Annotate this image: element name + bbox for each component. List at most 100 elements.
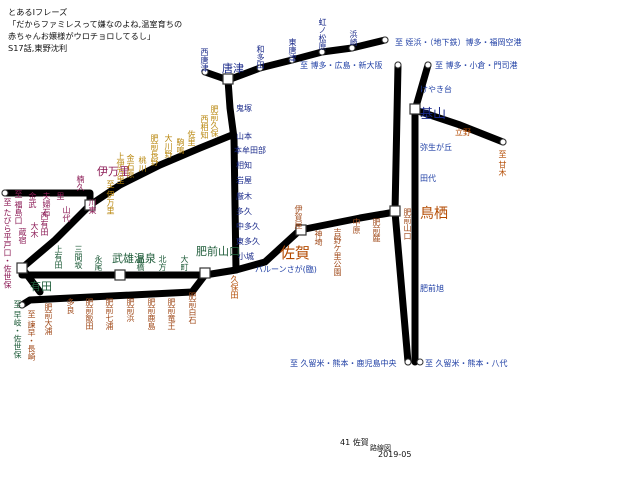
hizen-yamaguchi-station-marker[interactable] [199, 267, 211, 279]
station-yayoigaoka: 弥生が丘 [420, 142, 452, 152]
station-label: 浜崎 [349, 30, 358, 46]
station-keyakidai: けやき台 [420, 84, 452, 94]
station-label: 金武 [28, 192, 37, 208]
station-marker[interactable] [499, 138, 507, 146]
saga-label: 佐賀 [280, 244, 310, 262]
station-label: 岩屋 [236, 176, 252, 185]
station-label: 川東 [88, 198, 97, 214]
station-label: 久保田 [230, 275, 239, 299]
station-label: 蔵宿 [18, 228, 27, 244]
station-labels: 唐津 基山 鳥栖 佐賀 武雄温泉 肥前山口 伊万里 有田 至 姪浜・（地下鉄）博… [30, 37, 522, 368]
station-label: 多久 [236, 207, 252, 216]
station-marker[interactable] [18, 301, 26, 309]
station-marker[interactable] [404, 358, 412, 366]
station-marker[interactable] [1, 189, 9, 197]
station-marker[interactable] [288, 56, 296, 64]
header-line-1: とあるIフレーズ [8, 7, 68, 17]
station-label: 東多久 [236, 237, 260, 246]
station-label: 肥前山口 [403, 208, 412, 240]
station-label: 山本 [236, 132, 252, 141]
station-label: 桃川 [138, 156, 147, 172]
station-marker[interactable] [381, 36, 389, 44]
arita-station-marker[interactable] [16, 262, 28, 274]
karatsu-station-marker[interactable] [222, 73, 234, 85]
station-label: 駒鳴 [176, 138, 185, 154]
station-label: 上有田 [54, 245, 63, 269]
header-line-4: S17話,東野沈利 [8, 43, 68, 53]
chikuhi-line-west [86, 131, 236, 209]
saga-station-marker[interactable] [295, 224, 307, 236]
header-line-2: 「だからファミレスって嫌なのよね,温室育ちの [8, 19, 183, 29]
station-label: 西有田 [40, 212, 49, 236]
station-label: 東唐津 [288, 38, 297, 62]
station-label: 小城 [238, 252, 254, 261]
station-label: 西唐津 [200, 48, 209, 72]
station-label: 肥前長野 [150, 134, 159, 166]
station-label: 伊賀屋 [294, 205, 303, 229]
station-label: 上伊万里 [116, 152, 125, 184]
station-marker[interactable] [256, 64, 264, 72]
station-label: 本牟田部 [234, 146, 266, 155]
station-marker[interactable] [318, 48, 326, 56]
imari-station-marker[interactable] [84, 199, 96, 211]
station-label: 三間坂 [74, 245, 83, 269]
station-label: 佐里 [187, 130, 196, 146]
station-marker[interactable] [416, 358, 424, 366]
station-label: 至 早岐・佐世保 [13, 300, 22, 359]
station-label: 永尾 [94, 255, 103, 271]
footer-page-number: 41 佐賀 [340, 438, 369, 447]
station-label: 里 [56, 192, 65, 200]
matsuura-railway [18, 201, 94, 296]
station-label: 北方 [158, 255, 167, 271]
footer-subtitle: 路線図 [370, 444, 391, 452]
station-label: 和多田 [256, 45, 265, 69]
footer-date: 2019-05 [378, 450, 412, 459]
station-marker[interactable] [424, 61, 432, 69]
amagi-railway [411, 106, 507, 146]
station-label: 神埼 [314, 230, 323, 246]
dest-kurume-yatsushiro: 至 久留米・熊本・八代 [425, 358, 508, 368]
station-marker[interactable] [348, 44, 356, 52]
kiyama-station-marker[interactable] [409, 103, 421, 115]
station-label: 山代 [62, 206, 71, 222]
station-label: 大川野 [164, 134, 173, 158]
station-tateno: 立野 [455, 127, 471, 137]
takeo-onsen-label: 武雄温泉 [112, 251, 156, 265]
header-text-block: とあるIフレーズ 「だからファミレスって嫌なのよね,温室育ちの 赤ちゃんお嬢様が… [8, 6, 228, 54]
station-label: 夫婦石 [42, 192, 51, 216]
dest-kurume-kagoshima: 至 久留米・熊本・鹿児島中央 [290, 358, 397, 368]
karatsu-line [224, 76, 240, 274]
station-label: 肥前浜 [126, 298, 135, 322]
karatsu-label: 唐津 [222, 61, 244, 75]
station-marker[interactable] [201, 68, 209, 76]
hizen-yamaguchi-label: 肥前山口 [196, 244, 240, 258]
nagasaki-line-south [18, 271, 209, 309]
station-balloon-saga: バルーンさが(臨) [255, 264, 317, 274]
header-line-3: 赤ちゃんお嬢様がウロチョロしてるし」 [8, 31, 156, 41]
station-label: 肥前七浦 [105, 298, 114, 330]
station-label: 肥前白石 [188, 292, 197, 324]
station-label: 至 福島口 [14, 190, 23, 225]
dest-hakata-hiroshima: 至 博多・広島・新大阪 [300, 60, 383, 70]
station-label: 大木 [30, 222, 39, 238]
tosu-label: 鳥栖 [420, 206, 448, 222]
station-label: 至 甘木 [498, 150, 507, 177]
takeo-onsen-station-marker[interactable] [114, 269, 126, 281]
tosu-station-marker[interactable] [389, 205, 401, 217]
station-label: 中多久 [236, 222, 260, 231]
station-label: 肥前飯田 [85, 298, 94, 330]
station-label: 肥前大浦 [44, 303, 53, 335]
station-label: 楠久 [76, 175, 85, 191]
station-label: 高橋 [136, 255, 145, 271]
station-label: 多良 [66, 298, 75, 314]
station-label: 中原 [352, 218, 361, 234]
station-label: 厳木 [236, 192, 252, 201]
kiyama-label: 基山 [420, 107, 446, 122]
station-label: 吉野ケ里公園 [333, 228, 342, 276]
station-tashiro: 田代 [420, 173, 436, 183]
station-marker[interactable] [394, 61, 402, 69]
station-label: 虹ノ松原 [318, 18, 327, 50]
station-label: 相知 [236, 161, 252, 170]
